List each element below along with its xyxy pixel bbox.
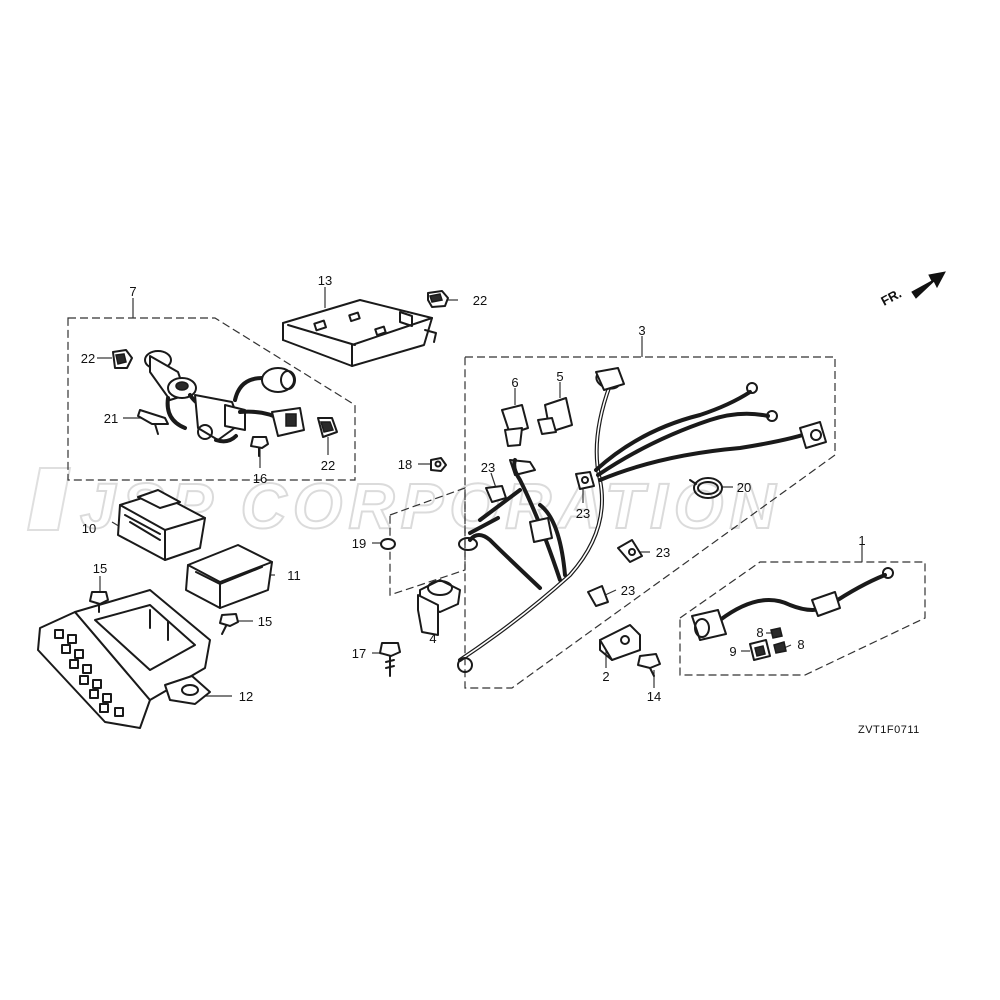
callout-23-d: 23: [621, 583, 635, 598]
callout-10: 10: [82, 521, 96, 536]
clip-8-a: [770, 627, 783, 639]
callout-16: 16: [253, 471, 267, 486]
callout-7: 7: [129, 284, 136, 299]
front-arrow-icon: [911, 271, 946, 299]
callout-17: 17: [352, 646, 366, 661]
bolt-15-upper: [89, 591, 109, 613]
callout-21: 21: [104, 411, 118, 426]
callout-4: 4: [429, 631, 436, 646]
clip-22-left: [112, 349, 133, 369]
callout-15-b: 15: [258, 614, 272, 629]
holder-box-12: [37, 589, 211, 729]
callout-8-a: 8: [756, 625, 763, 640]
holder-grid: [54, 629, 124, 717]
terminal-cap-6: [501, 404, 529, 447]
callout-23-c: 23: [656, 545, 670, 560]
bolt-17: [379, 642, 401, 677]
callout-6: 6: [511, 375, 518, 390]
group-frame-18-19: [389, 487, 466, 596]
connector-9: [749, 639, 771, 661]
callout-14: 14: [647, 689, 661, 704]
callout-8-b: 8: [797, 637, 804, 652]
callout-2: 2: [602, 669, 609, 684]
callout-23-b: 23: [576, 506, 590, 521]
clip-22-lower: [317, 417, 338, 438]
clip-23-d: [587, 585, 609, 607]
main-wire-harness-3: [457, 367, 827, 673]
callout-22-top: 22: [473, 293, 487, 308]
bracket-2: [599, 624, 641, 661]
clip-22-top: [427, 290, 449, 308]
group-frame-7: [67, 317, 356, 481]
callout-3: 3: [638, 323, 645, 338]
clip-23-b: [575, 471, 595, 490]
callout-15-a: 15: [93, 561, 107, 576]
callout-9: 9: [729, 644, 736, 659]
bolt-14: [637, 653, 661, 677]
callout-12: 12: [239, 689, 253, 704]
relay-box-10: [117, 489, 206, 561]
group-frame-3: [464, 356, 836, 689]
bracket-plate-13: [282, 299, 437, 367]
ignition-switch-harness-7: [144, 350, 305, 444]
group-frame-1: [679, 561, 926, 676]
terminal-cap-5: [537, 397, 573, 435]
callout-labels: 1 2 3 4 5 6 7 8 8 9 10 11 12 13 14 15 15…: [81, 273, 866, 704]
front-direction-indicator: FR.: [878, 271, 946, 309]
diagram-code: ZVT1F0711: [858, 724, 920, 736]
callout-20: 20: [737, 480, 751, 495]
clip-23-a: [485, 485, 507, 503]
callout-22-left: 22: [81, 351, 95, 366]
clip-8-b: [773, 641, 787, 654]
washer-19: [380, 538, 396, 550]
front-label: FR.: [878, 286, 904, 309]
nut-18: [430, 457, 447, 472]
sub-harness-1: [691, 567, 894, 641]
boot-4: [417, 579, 461, 636]
callout-19: 19: [352, 536, 366, 551]
callout-13: 13: [318, 273, 332, 288]
callout-22-lower: 22: [321, 458, 335, 473]
clip-23-c: [617, 539, 643, 563]
bolt-16: [250, 436, 269, 457]
callout-23-a: 23: [481, 460, 495, 475]
callout-18: 18: [398, 457, 412, 472]
pin-21: [137, 409, 169, 435]
callout-1: 1: [858, 533, 865, 548]
clamp-ring-20: [689, 477, 723, 499]
callout-5: 5: [556, 369, 563, 384]
bolt-15-lower: [219, 613, 239, 635]
callout-11: 11: [287, 568, 301, 583]
relay-cover-11: [185, 544, 273, 609]
